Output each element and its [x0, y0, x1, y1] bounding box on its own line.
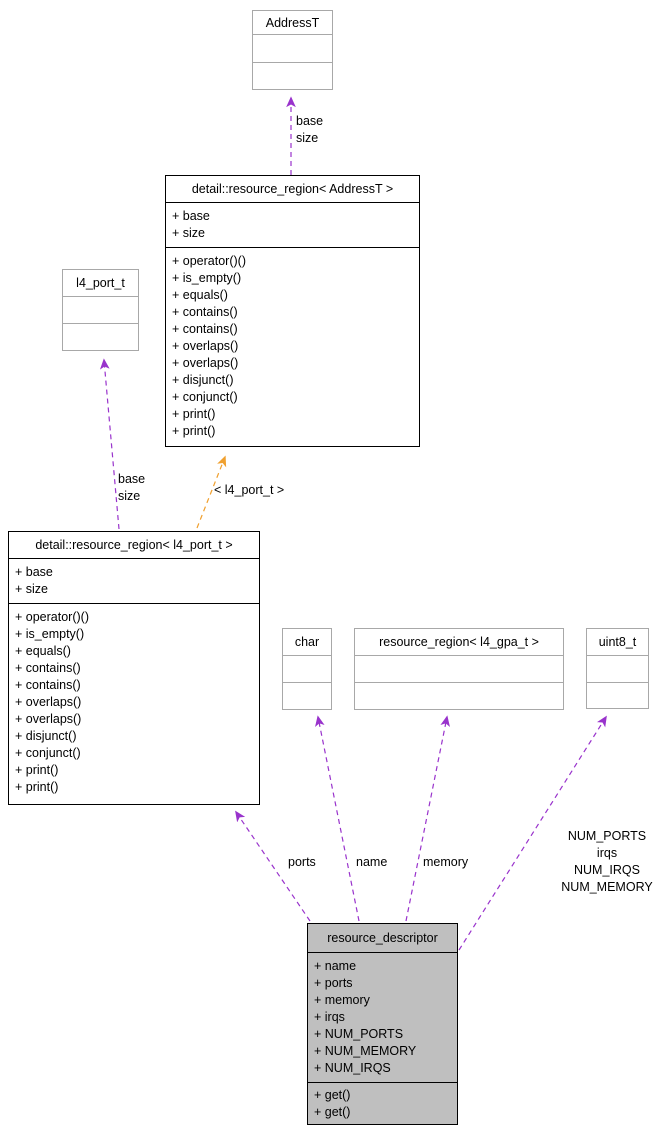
edge-label-base-size-addresst: base size [296, 113, 323, 147]
member-line: + contains() [15, 678, 81, 692]
member-line: + print() [172, 407, 216, 421]
class-node-region-l4-port-t[interactable]: detail::resource_region< l4_port_t > + b… [8, 531, 260, 805]
member-line: + name [314, 959, 357, 973]
class-title: resource_descriptor [327, 931, 438, 945]
member-line: + print() [172, 424, 216, 438]
class-node-region-l4-gpa-t: resource_region< l4_gpa_t > [354, 628, 564, 710]
member-line: + equals() [172, 288, 228, 302]
member-line: + get() [314, 1088, 351, 1102]
member-line: NUM_PORTS [567, 829, 647, 843]
member-line: + NUM_PORTS [314, 1027, 404, 1041]
attributes-section: + base + size [9, 558, 259, 603]
member-line: + conjunct() [15, 746, 81, 760]
class-title: resource_region< l4_gpa_t > [379, 635, 539, 649]
member-line: NUM_MEMORY [561, 880, 653, 894]
member-line: + disjunct() [15, 729, 77, 743]
methods-section [253, 61, 332, 90]
member-line: + disjunct() [172, 373, 234, 387]
attributes-section: + base + size [166, 202, 419, 247]
class-node-addresst: AddressT [252, 10, 333, 90]
member-line: + ports [314, 976, 353, 990]
member-line: + is_empty() [15, 627, 85, 641]
member-line: + operator()() [15, 610, 89, 624]
edge-name [315, 715, 360, 922]
methods-section [283, 682, 331, 709]
edge-label-memory: memory [423, 855, 469, 869]
member-line: + NUM_MEMORY [314, 1044, 417, 1058]
attributes-section [283, 655, 331, 682]
member-line: + print() [15, 780, 59, 794]
member-line: + overlaps() [172, 339, 239, 353]
member-line: + base [15, 565, 53, 579]
class-node-resource-descriptor[interactable]: resource_descriptor + name + ports + memor… [307, 923, 458, 1125]
member-line: + size [15, 582, 49, 596]
class-node-char: char [282, 628, 332, 710]
edge-label-name: name [356, 855, 388, 869]
member-line: + irqs [314, 1010, 345, 1024]
member-line: + overlaps() [15, 695, 82, 709]
methods-section: + operator()() + is_empty() + equals() + co… [166, 247, 419, 446]
member-line: + is_empty() [172, 271, 242, 285]
edge-base-size-l4-port [99, 358, 120, 530]
member-line: + print() [15, 763, 59, 777]
edge-label-base-size-l4-port: base size [118, 471, 145, 505]
methods-section [587, 681, 648, 709]
methods-section [63, 323, 138, 350]
class-title: l4_port_t [76, 276, 125, 290]
class-node-uint8-t: uint8_t [586, 628, 649, 709]
member-line: + contains() [172, 305, 238, 319]
member-line: + contains() [15, 661, 81, 675]
member-line: + contains() [172, 322, 238, 336]
edge-memory [405, 715, 450, 922]
member-line: irqs [596, 846, 618, 860]
member-line: + overlaps() [172, 356, 239, 370]
member-line: NUM_IRQS [574, 863, 640, 877]
member-line: + operator()() [172, 254, 246, 268]
edge-label-ports: ports [288, 855, 316, 869]
methods-section: + operator()() + is_empty() + equals() + co… [9, 603, 259, 804]
member-line: + size [172, 226, 206, 240]
member-line: + memory [314, 993, 370, 1007]
methods-section [355, 682, 563, 709]
attributes-section [253, 34, 332, 62]
edge-label-template-arg: < l4_port_t > [214, 483, 285, 497]
member-line: + NUM_IRQS [314, 1061, 391, 1075]
member-line: + equals() [15, 644, 71, 658]
attributes-section: + name + ports + memory + irqs + NUM_PORTS + … [308, 952, 457, 1082]
member-line: + overlaps() [15, 712, 82, 726]
member-line: size [118, 489, 141, 503]
member-line: base [118, 472, 146, 486]
attributes-section [587, 655, 648, 682]
member-line: size [296, 131, 319, 145]
methods-section: + get() + get() [308, 1082, 457, 1126]
class-title: char [294, 635, 320, 649]
class-title: uint8_t [598, 635, 637, 649]
member-line: + conjunct() [172, 390, 238, 404]
member-line: + base [172, 209, 210, 223]
class-node-l4-port-t: l4_port_t [62, 269, 139, 351]
member-line: base [296, 114, 324, 128]
class-title: detail::resource_region< AddressT > [191, 182, 394, 196]
attributes-section [63, 296, 138, 323]
attributes-section [355, 655, 563, 682]
class-title: detail::resource_region< l4_port_t > [35, 538, 233, 552]
class-title: AddressT [265, 15, 320, 30]
member-line: + get() [314, 1105, 351, 1119]
class-node-region-addresst[interactable]: detail::resource_region< AddressT > + ba… [165, 175, 420, 447]
